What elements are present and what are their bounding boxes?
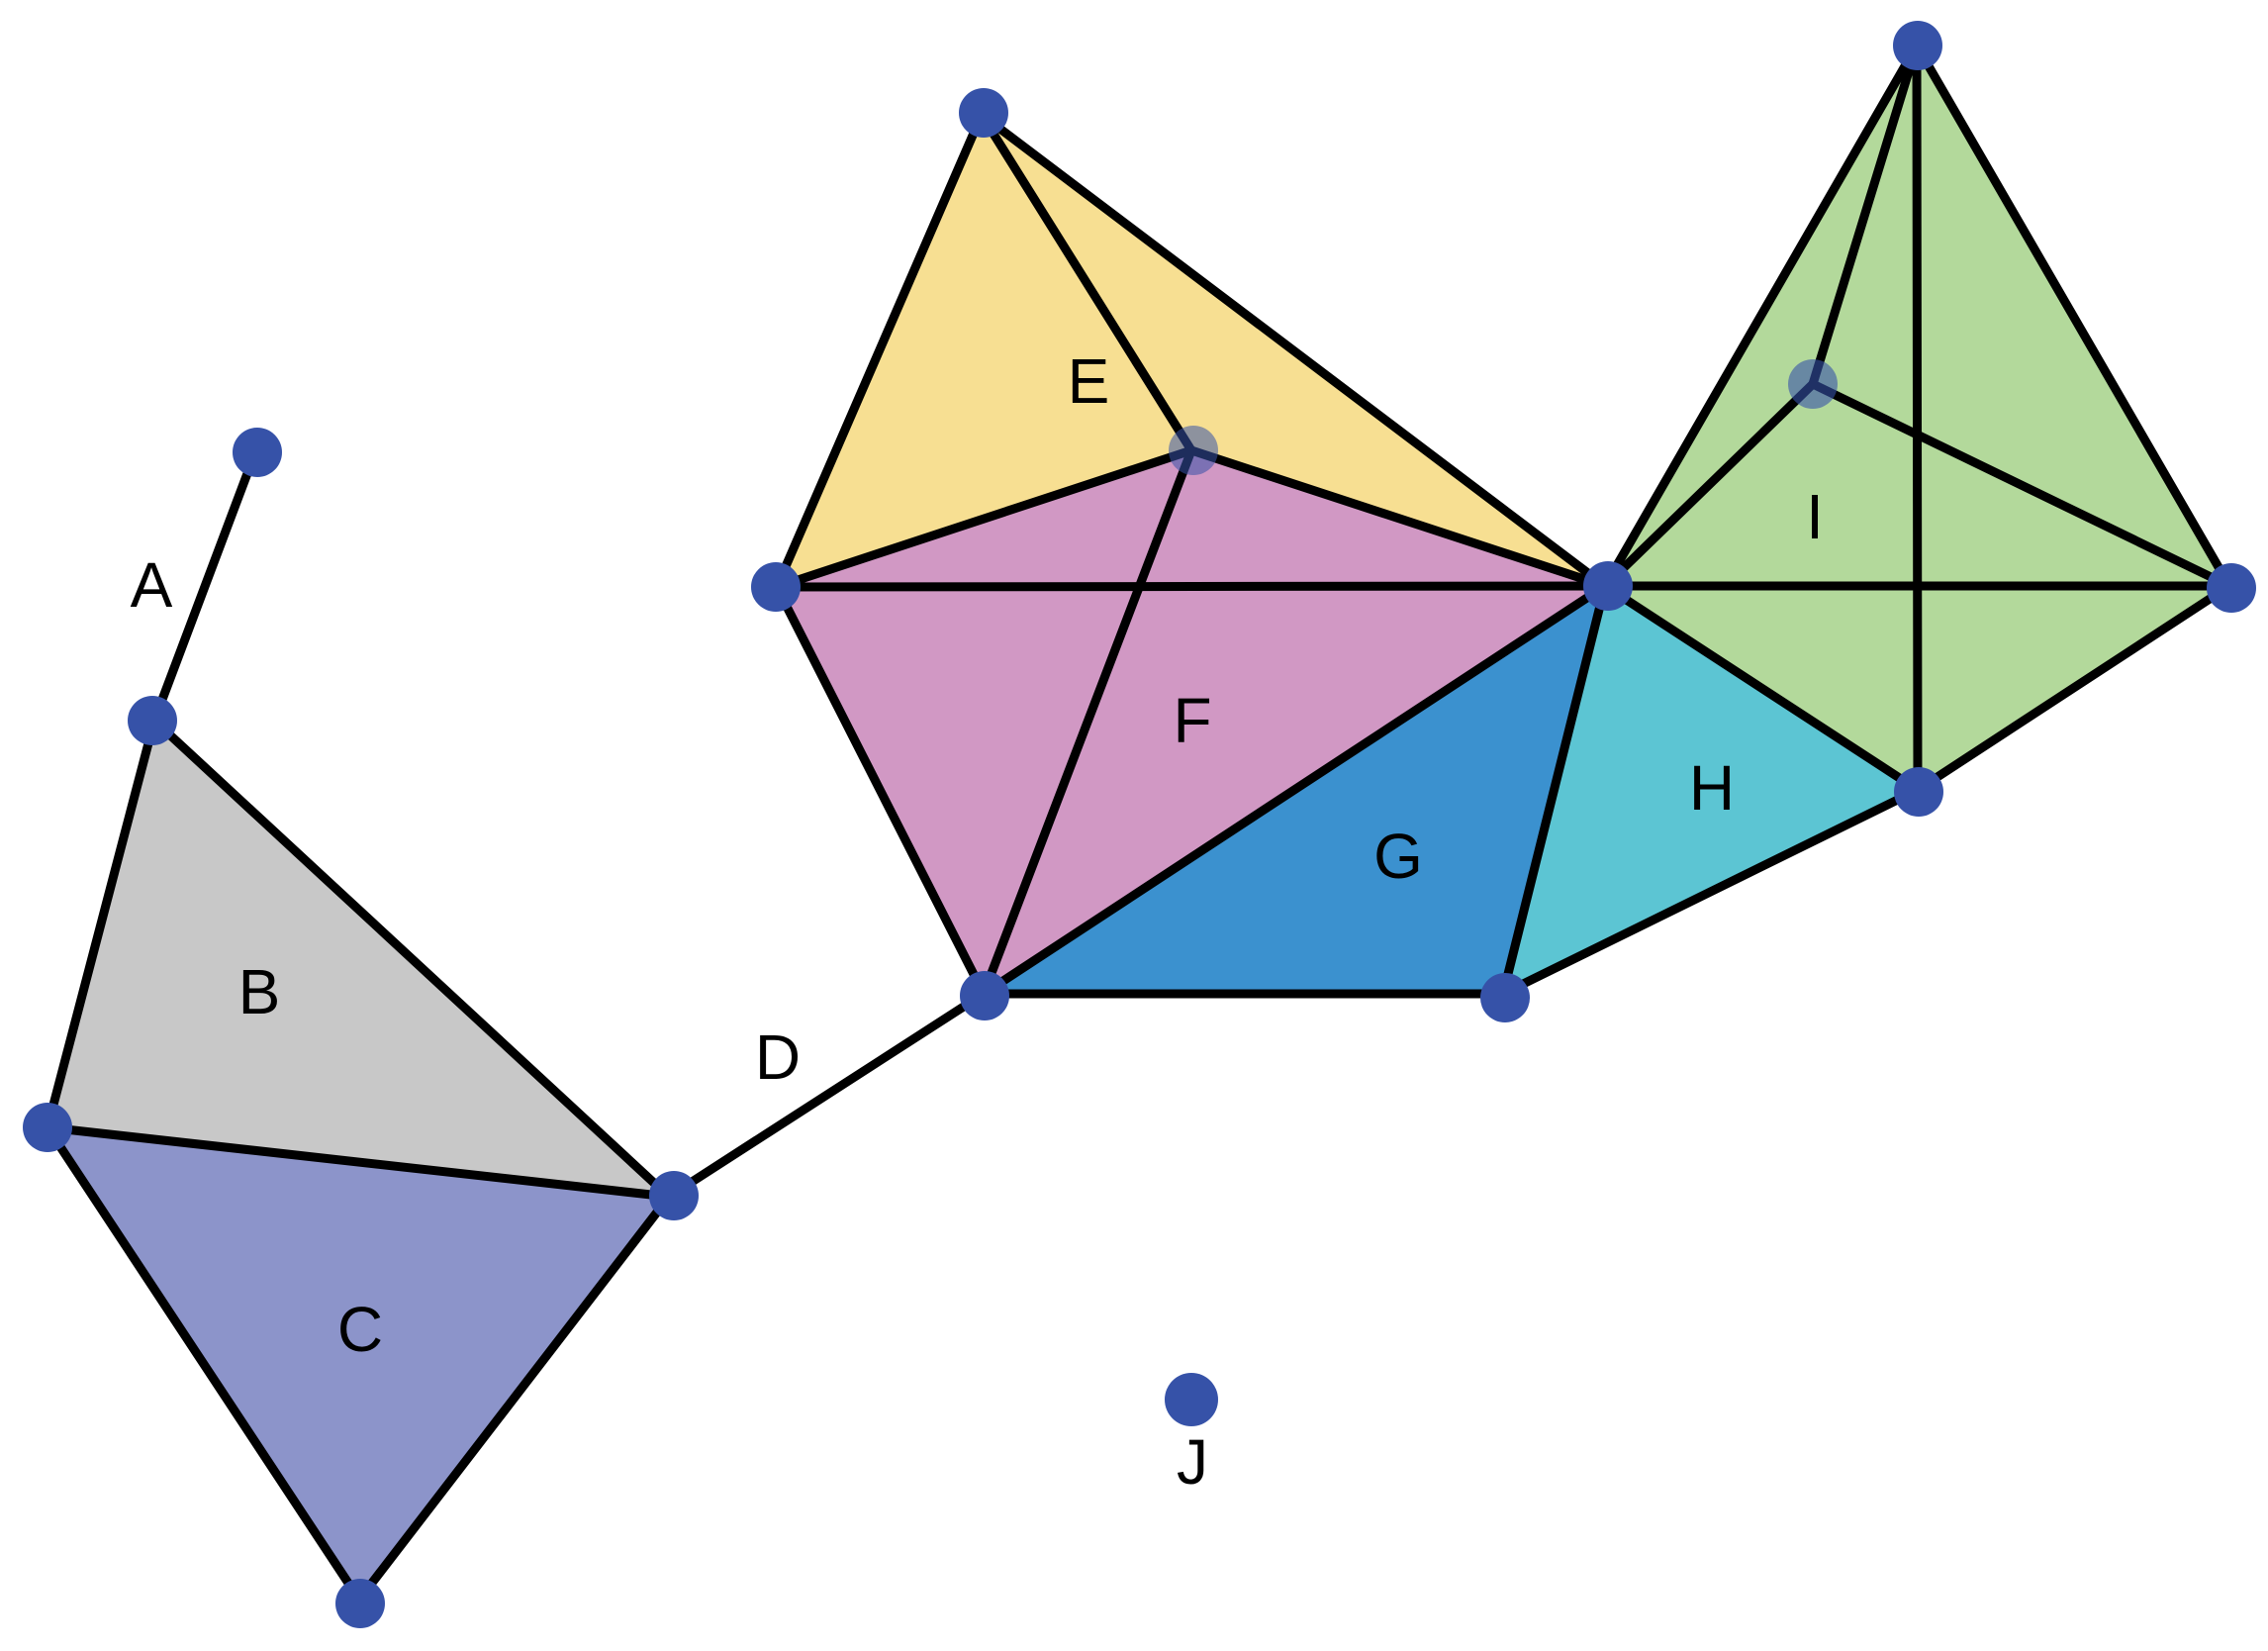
face-e (777, 115, 1605, 587)
label-c: C (337, 1294, 383, 1365)
vertex (23, 1103, 72, 1152)
vertex (751, 562, 801, 612)
face-c (47, 1127, 669, 1600)
label-b: B (238, 956, 281, 1027)
vertex (1583, 561, 1633, 611)
edge-d (664, 989, 989, 1202)
edge (1912, 41, 1923, 795)
edge (354, 1192, 674, 1604)
edge (43, 716, 159, 1132)
vertex-j (1165, 1373, 1218, 1426)
label-d: D (755, 1021, 801, 1093)
edge (1498, 785, 1923, 999)
vertex (1894, 767, 1943, 817)
vertex (1169, 426, 1218, 475)
vertex (959, 88, 1008, 138)
vertex (335, 1579, 385, 1628)
vertex (960, 971, 1009, 1020)
labels: A B C D E F G H I J (131, 345, 1824, 1498)
vertices (23, 21, 2256, 1628)
label-i: I (1806, 481, 1824, 552)
edge (772, 110, 987, 592)
vertex (649, 1171, 699, 1220)
vertex (233, 428, 282, 477)
label-a: A (131, 549, 173, 621)
vertex (1788, 359, 1838, 409)
edge-a (149, 447, 260, 726)
edge (1913, 581, 2234, 795)
edge (979, 445, 1196, 999)
edge (1600, 41, 1922, 591)
label-f: F (1173, 685, 1211, 756)
edge (979, 581, 1610, 999)
edge (977, 110, 1196, 455)
edges (43, 41, 2234, 1604)
edge (772, 582, 989, 999)
edge (1808, 379, 2234, 591)
vertex (1893, 21, 1942, 70)
edge (1912, 41, 2234, 591)
face-b (47, 721, 669, 1197)
label-g: G (1373, 821, 1423, 892)
label-j: J (1177, 1426, 1208, 1498)
faces (47, 46, 2229, 1600)
vertex (2207, 563, 2256, 613)
edge (1186, 445, 1610, 591)
edge (149, 716, 674, 1202)
label-e: E (1068, 345, 1110, 417)
vertex (1480, 973, 1530, 1022)
edge (1808, 41, 1922, 389)
face-h (1503, 586, 1918, 994)
label-h: H (1689, 752, 1735, 824)
vertex (128, 696, 177, 745)
edge (43, 1122, 364, 1604)
edge (43, 1122, 674, 1202)
edge (1498, 581, 1610, 999)
edge (772, 445, 1196, 592)
edge (977, 110, 1610, 591)
edge (772, 581, 1610, 592)
edge (1600, 379, 1818, 591)
edge (1600, 581, 1923, 795)
